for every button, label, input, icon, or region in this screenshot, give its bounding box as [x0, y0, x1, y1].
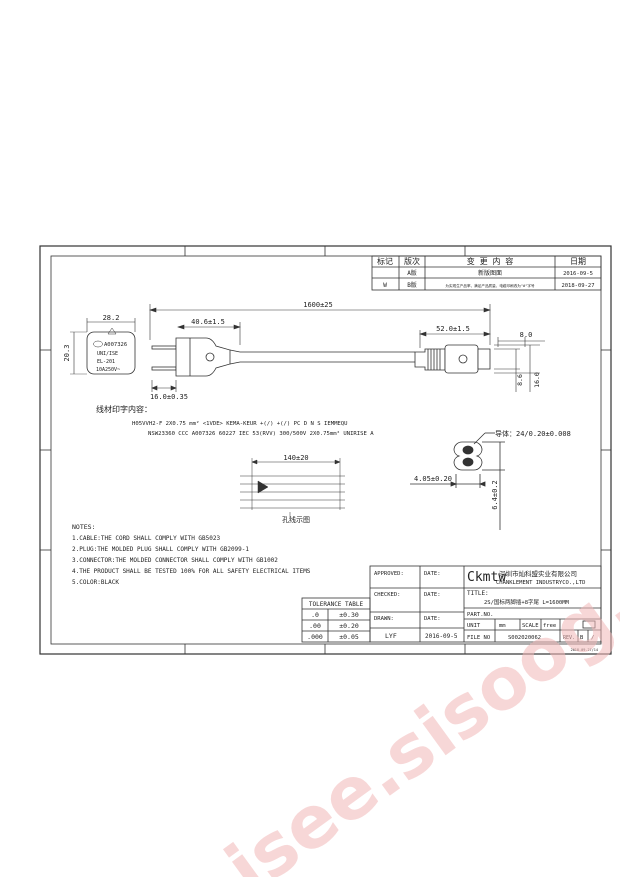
- plug-length-label: 40.6±1.5: [191, 318, 225, 326]
- plug-face-line1: A007326: [104, 342, 127, 348]
- footer-code: 2018-09-27/14: [571, 648, 598, 652]
- print-line1: H05VVH2-F 2X0.75 mm² <1VDE> KEMA-KEUR +(…: [132, 420, 348, 427]
- company-name-cn: 深圳市灿科盟实业有限公司: [499, 569, 577, 578]
- checked-date-label: DATE:: [424, 592, 441, 598]
- approved-label: APPROVED:: [374, 571, 404, 577]
- plug-face-line2: UNI/ISE: [97, 351, 118, 357]
- company-logo: Ckmtw: [467, 570, 506, 585]
- plug-width-label: 28.2: [103, 314, 120, 322]
- title-label: TITLE:: [467, 590, 489, 597]
- drawn-date-label: DATE:: [424, 616, 441, 622]
- rev-label: REV.: [563, 635, 575, 641]
- title-block: [369, 565, 602, 643]
- tol-dec-1: .0: [311, 611, 319, 619]
- socket-end-view: [410, 432, 505, 530]
- plug-face-line3: EL-201: [97, 359, 115, 365]
- drawn-label: DRAWN:: [374, 616, 394, 622]
- print-title: 线材印字内容：: [96, 404, 152, 414]
- part-no-label: PART.NO.: [467, 612, 494, 618]
- conn-height-label: 16.0: [533, 372, 541, 388]
- connector-side-view: [414, 344, 491, 374]
- print-sample-label: 孔线示图: [282, 515, 310, 524]
- tol-val-2: ±0.20: [339, 622, 359, 630]
- watermark-text: isee.sisoog.com: [211, 462, 620, 877]
- rev-slash: /: [591, 635, 594, 641]
- note-2: 2.PLUG:THE MOLDED PLUG SHALL COMPLY WITH…: [72, 546, 249, 553]
- scale-label: SCALE: [522, 623, 539, 629]
- note-1: 1.CABLE:THE CORD SHALL COMPLY WITH GB502…: [72, 535, 220, 542]
- rev-header-date: 日期: [570, 257, 586, 266]
- pin-spacing-label: 16.0±0.35: [150, 393, 188, 401]
- rev-header-mark: 标记: [377, 256, 393, 266]
- socket-width-label: 4.05±0.20: [414, 475, 452, 483]
- note-5: 5.COLOR:BLACK: [72, 579, 119, 586]
- checked-label: CHECKED:: [374, 592, 401, 598]
- conductor-label: 导体：24/0.20±0.008: [495, 429, 571, 438]
- plug-height-label: 20.3: [63, 345, 71, 362]
- socket-height-label: 6.4±0.2: [491, 480, 499, 510]
- rev-row1-version: A版: [407, 269, 417, 277]
- rev-row2-date: 2018-09-27: [561, 283, 594, 289]
- note-4: 4.THE PRODUCT SHALL BE TESTED 100% FOR A…: [72, 568, 311, 575]
- plug-side-view: [151, 337, 241, 377]
- rev-row1-date: 2016-09-5: [563, 271, 593, 277]
- tol-val-1: ±0.30: [339, 611, 359, 619]
- drawn-date: 2016-09-5: [425, 633, 458, 640]
- pin-spacing-dim: [151, 380, 177, 392]
- notes-title: NOTES:: [72, 523, 95, 531]
- rev-row2-version: B版: [407, 281, 417, 289]
- plug-face-line4: 10A250V~: [96, 367, 120, 373]
- connector-length-dim: [419, 330, 491, 348]
- plug-face-view: [70, 318, 136, 375]
- revision-table: [371, 255, 602, 291]
- tol-val-3: ±0.05: [339, 633, 359, 641]
- company-name-en: CHANKLEMENT INDUSTRYCO.,LTD: [496, 580, 585, 586]
- drawn-by: LYF: [385, 632, 397, 640]
- unit-value: mm: [499, 623, 506, 629]
- conn-width-label: 8.0: [520, 331, 533, 339]
- tol-dec-3: .000: [307, 633, 323, 641]
- tol-dec-2: .00: [309, 622, 321, 630]
- print-line2: NSW23360 CCC A007326 60227 IEC 53(RVV) 3…: [148, 430, 374, 437]
- connector-length-label: 52.0±1.5: [436, 325, 470, 333]
- rev-row2-mark: W: [383, 282, 387, 289]
- overall-length-label: 1600±25: [303, 301, 333, 309]
- scale-value: free: [543, 623, 556, 629]
- file-no-label: FILE NO: [467, 635, 490, 641]
- rev-row1-content: 新版图面: [478, 269, 502, 277]
- print-sample-wire: [240, 458, 345, 518]
- connector-dims: [494, 337, 545, 392]
- file-no-value: S002020062: [508, 635, 541, 641]
- approved-date-label: DATE:: [424, 571, 441, 577]
- frame-ticks: [40, 246, 611, 654]
- cable: [240, 351, 415, 363]
- unit-label: UNIT: [467, 623, 481, 629]
- rev-header-content: 变 更 内 容: [467, 256, 513, 266]
- tolerance-title: TOLERANCE TABLE: [309, 601, 364, 608]
- rev-header-version: 版次: [404, 256, 420, 266]
- plug-length-dim: [177, 322, 241, 345]
- conn-w2-label: 8.6: [516, 374, 524, 386]
- rev-value: B: [580, 635, 584, 641]
- print-length-label: 140±20: [283, 454, 308, 462]
- title-value: 2S/国标两脚插+8字尾 L=1600MM: [484, 598, 570, 606]
- note-3: 3.CONNECTOR:THE MOLDED CONNECTOR SHALL C…: [72, 557, 278, 564]
- overall-length-dim: [149, 304, 491, 345]
- rev-row2-content: 为实现生产品率，满足产品质量，电缆印刷改为"#"字号: [445, 283, 535, 288]
